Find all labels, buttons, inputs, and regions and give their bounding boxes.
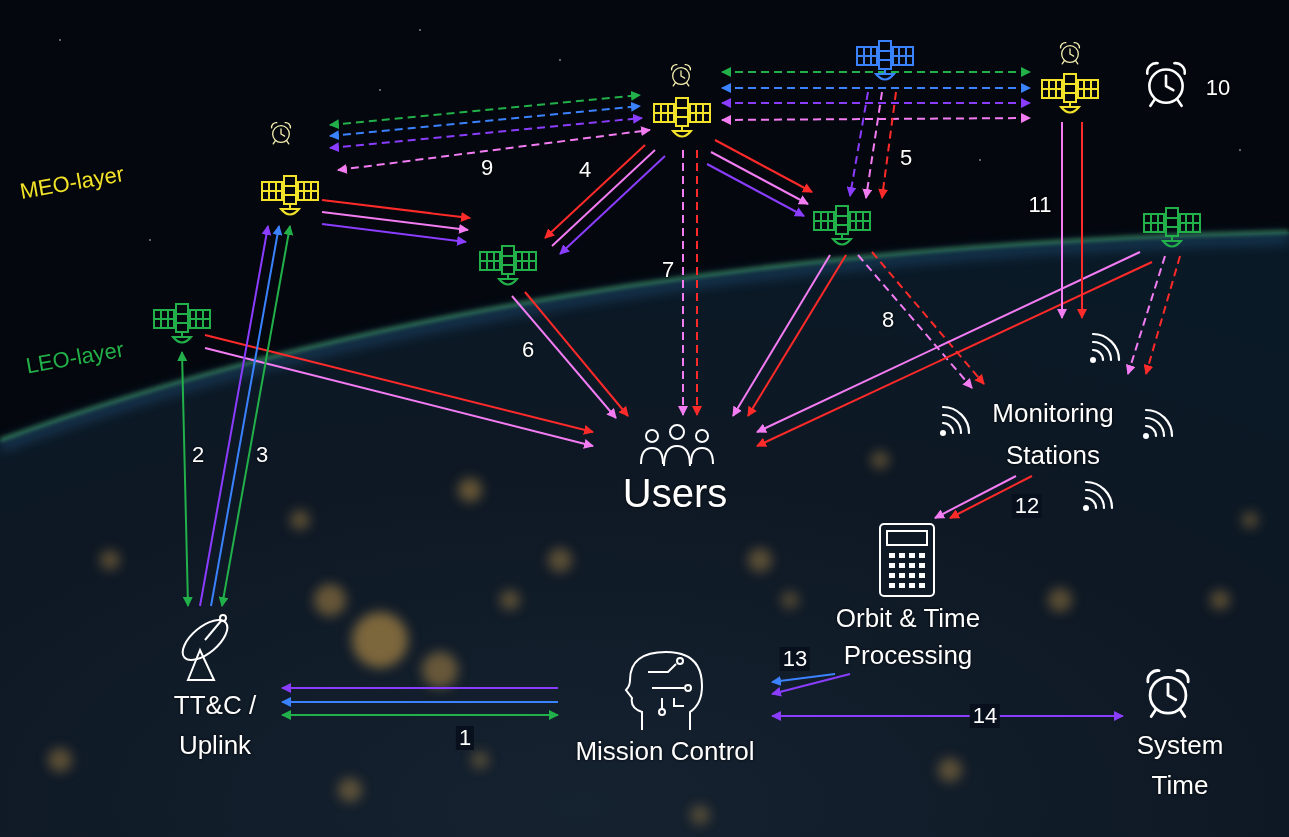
crosslink-arrow [722, 87, 1030, 89]
signal-arrow [715, 140, 812, 192]
signal-arrow [1128, 256, 1165, 374]
callout-number: 10 [1206, 76, 1230, 100]
signal-arrow [205, 335, 593, 432]
signal-arrow [1061, 122, 1063, 318]
leo-satellite [814, 206, 870, 245]
callout-number: 5 [900, 146, 912, 170]
callout-number: 6 [522, 338, 534, 362]
signal-arrow [1146, 256, 1180, 374]
uplink-arrow [200, 226, 268, 606]
link-arrow [282, 714, 558, 716]
calculator-icon [880, 524, 934, 596]
crosslink-arrow [722, 102, 1030, 104]
meo-satellite [1042, 74, 1098, 113]
node-label: TT&C / Uplink [150, 685, 280, 765]
alarm-clock [1147, 63, 1185, 106]
station-icon [940, 407, 969, 436]
meo-satellite [654, 98, 710, 137]
callout-number: 11 [1029, 193, 1052, 217]
crosslink-arrow [722, 118, 1030, 120]
callout-number: 9 [481, 156, 493, 180]
signal-arrow [866, 92, 882, 198]
uplink-arrow [211, 226, 279, 606]
signal-arrow [872, 252, 984, 384]
station-icon [1090, 334, 1119, 363]
labelled-node: Monitoring Stations [976, 392, 1130, 476]
signal-arrow [733, 255, 830, 416]
layer-label: LEO-layer [24, 338, 126, 379]
signal-arrow [707, 164, 804, 216]
node-label: Orbit & Time Processing [808, 600, 1008, 674]
earth [0, 232, 1289, 837]
dish-antenna-icon [176, 613, 234, 680]
signal-arrow [858, 255, 972, 388]
link-arrow [935, 476, 1016, 518]
callout-number: 8 [882, 308, 894, 332]
labelled-node: Mission Control [558, 648, 772, 770]
signal-arrow [560, 156, 665, 254]
signal-arrow [711, 152, 808, 204]
signal-arrow [322, 224, 466, 242]
brain-head-icon [626, 652, 702, 730]
uplink-arrow [182, 352, 188, 606]
labelled-node: System Time [1123, 660, 1237, 805]
callout-number: 14 [970, 704, 1000, 728]
stars [59, 29, 1241, 241]
callout-number: 4 [579, 158, 591, 182]
leo-satellite [154, 304, 210, 343]
callout-number: 1 [456, 726, 474, 750]
layer-label: MEO-layer [18, 162, 126, 204]
crosslink-arrow [338, 130, 650, 170]
station-icon [1083, 482, 1112, 511]
crosslink-arrow [330, 106, 640, 136]
link-arrow [282, 701, 558, 703]
onboard-clock [272, 123, 291, 144]
crosslink-arrow [330, 118, 642, 148]
onboard-clock [672, 65, 691, 86]
meo-satellite [262, 176, 318, 215]
signal-arrow [552, 150, 655, 246]
labelled-node: TT&C / Uplink [148, 610, 282, 765]
signal-arrow [525, 292, 628, 416]
labelled-node: Orbit & Time Processing [806, 518, 1010, 674]
leo-satellite [480, 246, 536, 285]
signal-arrow [882, 92, 896, 198]
signal-arrow [850, 92, 868, 196]
signal-arrow [545, 145, 645, 238]
leo-satellite [1144, 208, 1200, 247]
callout-number: 12 [1012, 494, 1042, 518]
signal-arrow [512, 296, 616, 418]
signal-arrow [696, 150, 698, 415]
link-arrow [282, 687, 558, 689]
system-clock-icon [1148, 671, 1188, 717]
users-icon [641, 425, 713, 466]
signal-arrow [682, 150, 684, 415]
signal-arrow [205, 348, 593, 446]
node-label: Users [595, 470, 755, 516]
uplink-arrow [222, 226, 290, 606]
node-label: Monitoring Stations [978, 392, 1128, 476]
callout-number: 7 [662, 258, 674, 282]
onboard-clock [1061, 43, 1080, 64]
node-label: Mission Control [560, 733, 770, 770]
labelled-node: Users [593, 418, 757, 516]
link-arrow [772, 674, 850, 694]
callout-number: 13 [780, 647, 810, 671]
calculator-keys [889, 553, 925, 588]
signal-arrow [748, 255, 846, 416]
callout-number: 2 [192, 443, 204, 467]
link-arrow [772, 715, 1123, 717]
callout-number: 3 [256, 443, 268, 467]
station-icon [1143, 410, 1172, 439]
crosslink-arrow [722, 71, 1030, 73]
meo-satellite [857, 41, 913, 80]
node-label: System Time [1125, 725, 1235, 805]
signal-arrow [1081, 122, 1083, 318]
